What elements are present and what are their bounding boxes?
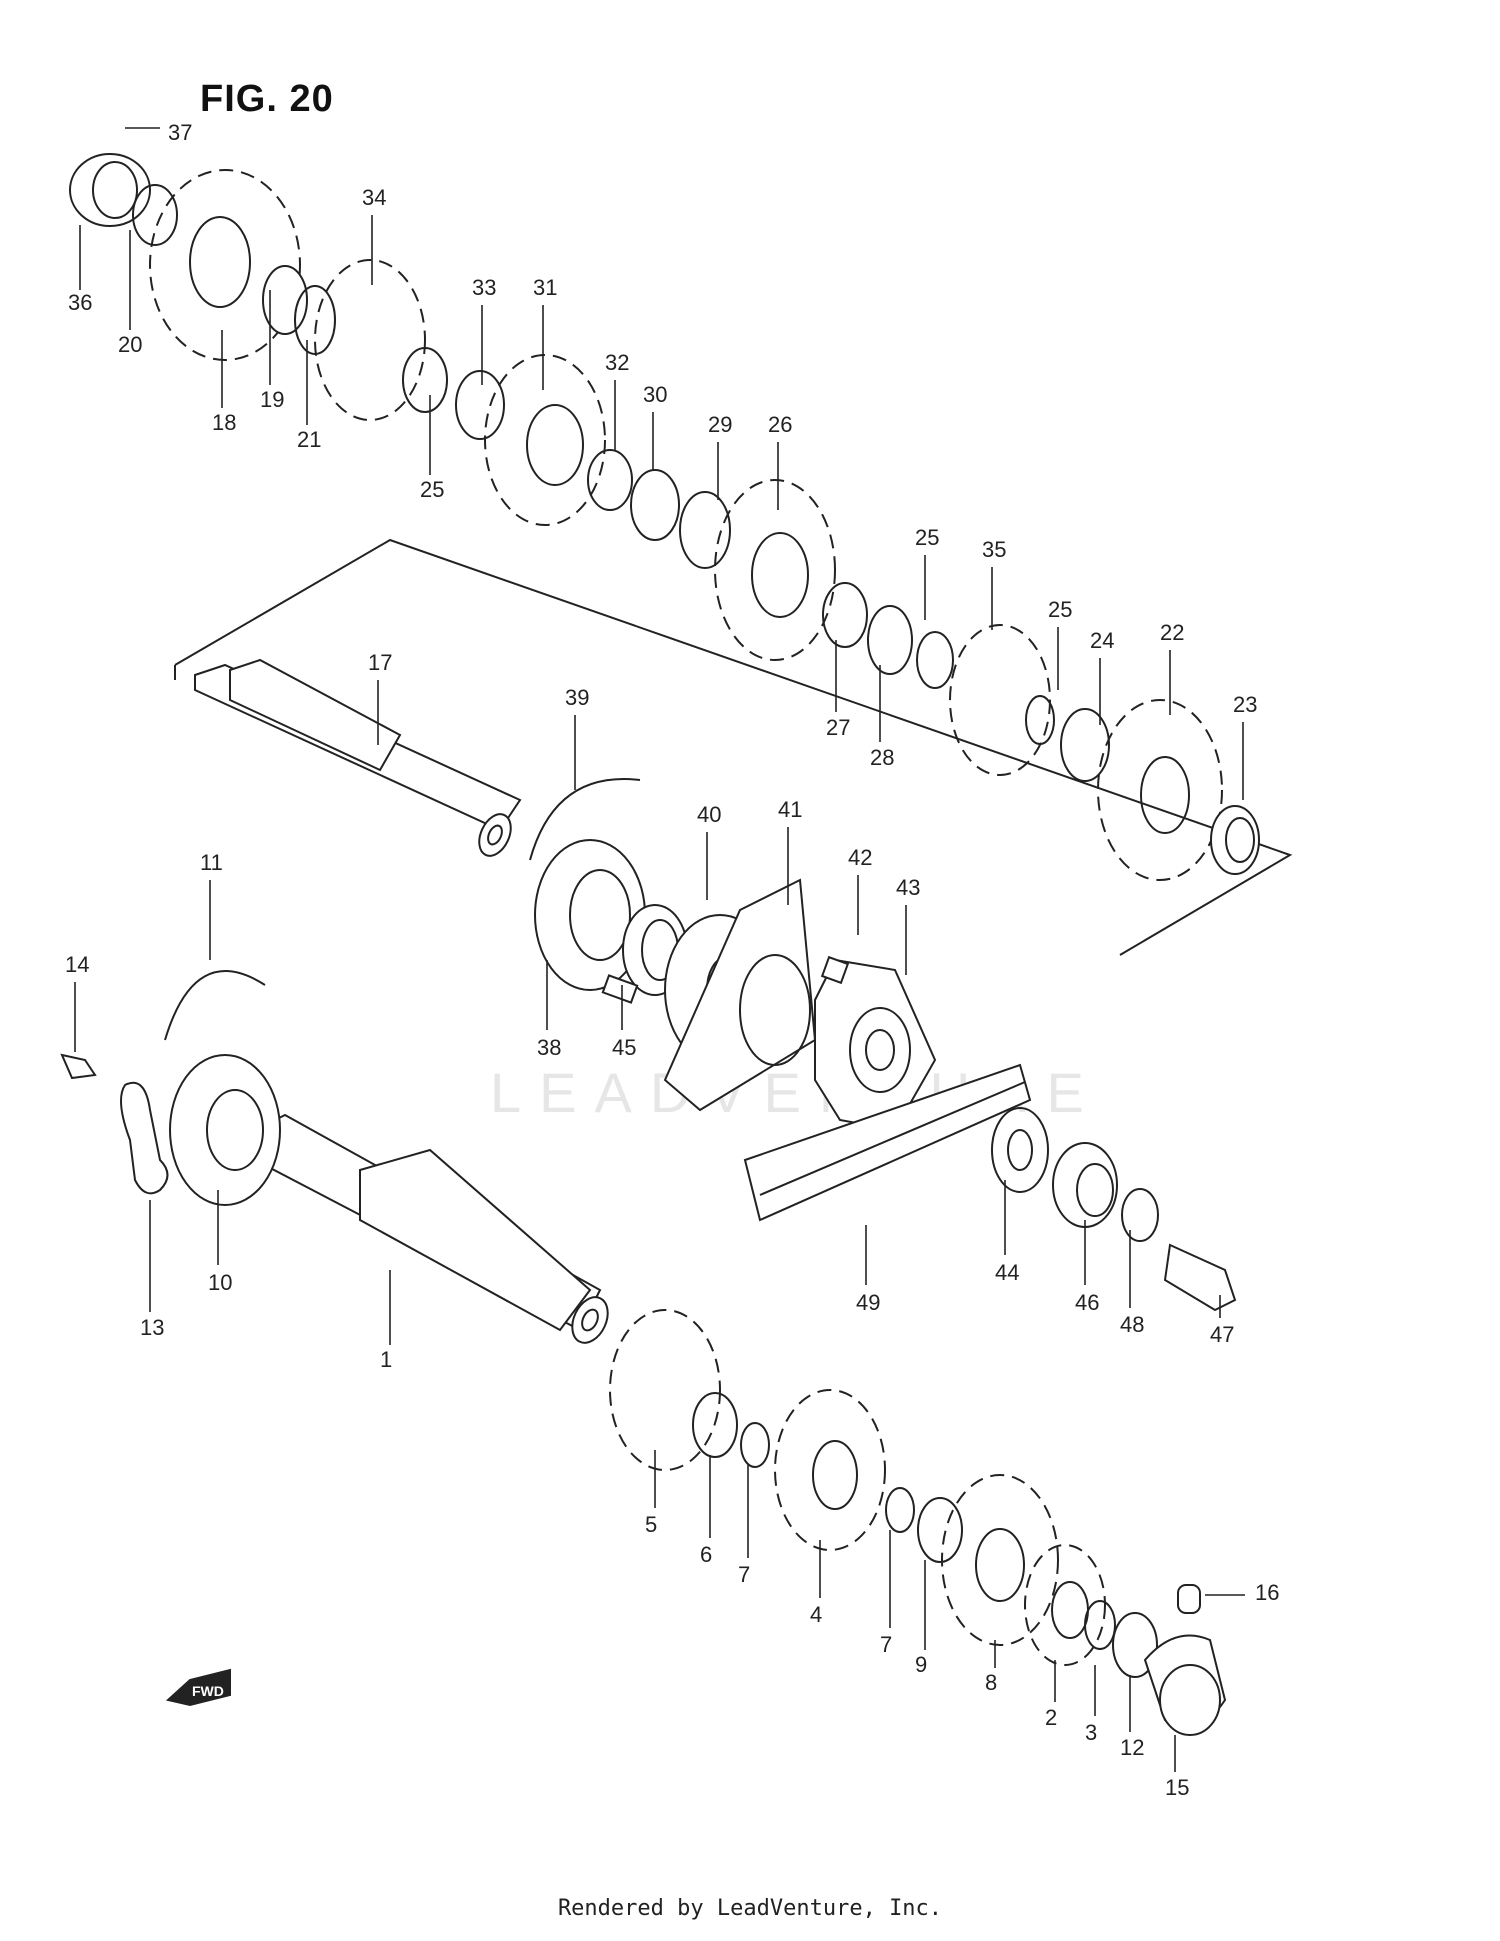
part-number-p33: 33 (472, 275, 496, 300)
part-number-p7b: 7 (880, 1632, 892, 1657)
part-number-p48: 48 (1120, 1312, 1144, 1337)
part-number-p31: 31 (533, 275, 557, 300)
part-number-p15: 15 (1165, 1775, 1189, 1800)
part-number-p13: 13 (140, 1315, 164, 1340)
part-number-p18: 18 (212, 410, 236, 435)
part-number-p20: 20 (118, 332, 142, 357)
part-number-p5: 5 (645, 1512, 657, 1537)
gear-train-upper (69, 153, 1260, 881)
main-shaft-bearing-group (60, 970, 281, 1206)
part-number-p14: 14 (65, 952, 89, 977)
part-number-p17: 17 (368, 650, 392, 675)
part-number-p47: 47 (1210, 1322, 1234, 1347)
part-number-p29: 29 (708, 412, 732, 437)
part-number-p35: 35 (982, 537, 1006, 562)
part-number-p1: 1 (380, 1347, 392, 1372)
part-number-p46: 46 (1075, 1290, 1099, 1315)
part-number-p40: 40 (697, 802, 721, 827)
part-number-p4: 4 (810, 1602, 822, 1627)
figure-title: FIG. 20 (200, 78, 334, 120)
part-number-p19: 19 (260, 387, 284, 412)
part-number-p22: 22 (1160, 620, 1184, 645)
part-number-p37: 37 (168, 120, 192, 145)
part-number-p11: 11 (200, 850, 223, 875)
part-number-p23: 23 (1233, 692, 1257, 717)
part-number-p2: 2 (1045, 1705, 1057, 1730)
part-number-p28: 28 (870, 745, 894, 770)
part-number-p34: 34 (362, 185, 386, 210)
part-number-p44: 44 (995, 1260, 1019, 1285)
footer-credit: Rendered by LeadVenture, Inc. (557, 1896, 943, 1921)
part-number-p24: 24 (1090, 628, 1114, 653)
part-number-p27: 27 (826, 715, 850, 740)
drive-group (529, 778, 1237, 1312)
part-number-p16: 16 (1255, 1580, 1279, 1605)
countershaft (194, 658, 522, 857)
part-number-p36: 36 (68, 290, 92, 315)
countershaft-group-outline (174, 538, 1293, 956)
part-number-p45: 45 (612, 1035, 636, 1060)
part-number-p9: 9 (915, 1652, 927, 1677)
part-number-p49: 49 (856, 1290, 880, 1315)
part-number-p38: 38 (537, 1035, 561, 1060)
part-number-p39: 39 (565, 685, 589, 710)
part-number-p43: 43 (896, 875, 920, 900)
gear-train-lower (609, 1309, 1227, 1736)
part-number-p42: 42 (848, 845, 872, 870)
part-number-p21: 21 (297, 427, 321, 452)
part-number-p25a: 25 (420, 477, 444, 502)
part-number-p7a: 7 (738, 1562, 750, 1587)
part-number-p3: 3 (1085, 1720, 1097, 1745)
part-number-p25b: 25 (915, 525, 939, 550)
part-number-p26: 26 (768, 412, 792, 437)
part-number-p8: 8 (985, 1670, 997, 1695)
fwd-arrow-icon: FWD (165, 1668, 231, 1707)
part-number-p32: 32 (605, 350, 629, 375)
part-number-p12: 12 (1120, 1735, 1144, 1760)
part-number-p41: 41 (778, 797, 802, 822)
fwd-label: FWD (192, 1683, 224, 1699)
part-number-p10: 10 (208, 1270, 232, 1295)
part-number-p6: 6 (700, 1542, 712, 1567)
main-shaft (254, 1113, 609, 1344)
part-number-p25c: 25 (1048, 597, 1072, 622)
part-number-p30: 30 (643, 382, 667, 407)
